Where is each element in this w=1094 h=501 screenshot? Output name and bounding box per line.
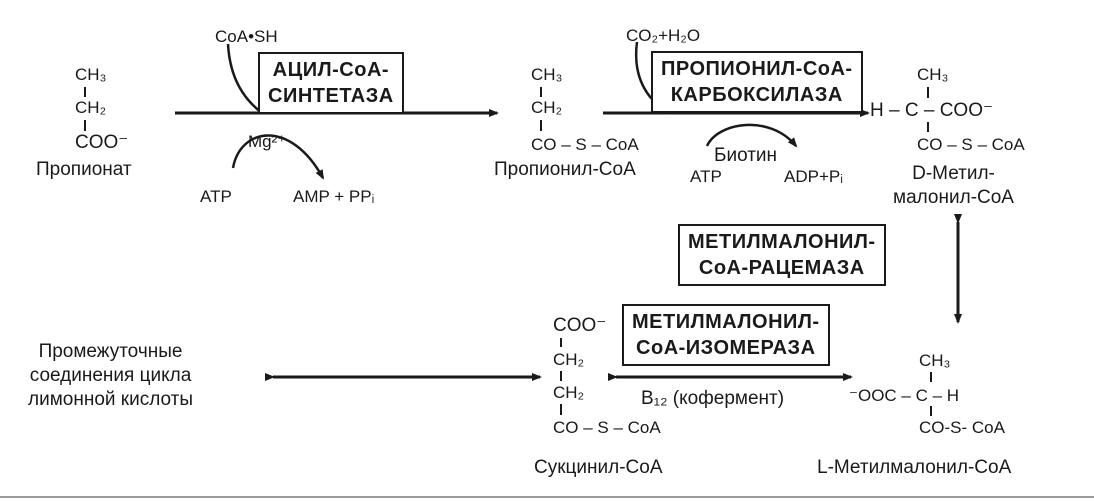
dmethylmalonyl-co-s-coa: CO – S – CoA xyxy=(917,135,1025,154)
arrow-atp-to-adp xyxy=(705,123,798,148)
dmethylmalonyl-bond-2 xyxy=(927,122,929,132)
succinylcoa-bond-1 xyxy=(560,338,562,347)
propionylcoa-label: Пропионил-CoA xyxy=(494,159,636,180)
page-bottom-border xyxy=(0,496,1094,498)
arrow-atp-to-amp xyxy=(231,134,325,180)
lmethylmalonyl-label: L-Метилмалонил-CoA xyxy=(817,457,1012,478)
propionylcoa-ch3: CH₃ xyxy=(531,65,563,84)
propionylcoa-co-s-coa: CO – S – CoA xyxy=(531,135,639,154)
enzyme-isomerase-line2: CoA-ИЗОМЕРАЗА xyxy=(636,337,816,359)
amp-label: AMP + PPᵢ xyxy=(293,187,375,206)
propionylcoa-bond-2 xyxy=(540,120,542,131)
lmethylmalonyl-co-s-coa: CO-S- CoA xyxy=(919,418,1005,437)
b12-label: B₁₂ (кофермент) xyxy=(641,388,785,409)
succinylcoa-bond-3 xyxy=(560,404,562,415)
succinylcoa-label: Сукцинил-CoA xyxy=(534,457,663,478)
succinylcoa-coo: COO⁻ xyxy=(553,315,607,336)
enzyme-synthetase-line2: СИНТЕТАЗА xyxy=(268,85,394,107)
propionate-bond-2 xyxy=(84,120,86,131)
enzyme-propionyl-coa-carboxylase: ПРОПИОНИЛ-CoA- КАРБОКСИЛАЗА xyxy=(651,51,863,113)
lmethylmalonyl-bond-1 xyxy=(930,372,932,382)
propionate-ch2: CH₂ xyxy=(75,98,107,117)
succinylcoa-bond-2 xyxy=(560,371,562,381)
propionylcoa-ch2: CH₂ xyxy=(531,98,563,117)
succinylcoa-ch2b: CH₂ xyxy=(553,383,585,402)
enzyme-racemase-line1: МЕТИЛМАЛОНИЛ- xyxy=(688,231,876,253)
lmethylmalonyl-middle: ⁻OOC – C – H xyxy=(849,386,960,405)
mg-label: Mg²⁺ xyxy=(248,132,287,151)
propionate-label: Пропионат xyxy=(36,159,132,180)
tca-intermediates-label: Промежуточные соединения цикла лимонной … xyxy=(28,341,194,410)
dmethylmalonyl-ch3: CH₃ xyxy=(917,65,949,84)
succinylcoa-ch2a: CH₂ xyxy=(553,350,585,369)
propionate-ch3: CH₃ xyxy=(75,65,107,84)
enzyme-racemase-line2: CoA-РАЦЕМАЗА xyxy=(698,257,865,279)
biotin-label: Биотин xyxy=(714,145,778,166)
enzyme-methylmalonyl-coa-isomerase: МЕТИЛМАЛОНИЛ- CoA-ИЗОМЕРАЗА xyxy=(622,304,830,366)
propionylcoa-bond-1 xyxy=(540,87,542,97)
atp-label-2: ATP xyxy=(690,167,722,186)
enzyme-carboxylase-line2: КАРБОКСИЛАЗА xyxy=(670,84,843,106)
adp-label: ADP+Pᵢ xyxy=(784,167,843,186)
enzyme-methylmalonyl-coa-racemase: МЕТИЛМАЛОНИЛ- CoA-РАЦЕМАЗА xyxy=(678,224,886,286)
atp-label-1: ATP xyxy=(200,187,232,206)
dmethylmalonyl-bond-1 xyxy=(927,87,929,98)
enzyme-carboxylase-line1: ПРОПИОНИЛ-CoA- xyxy=(661,58,853,80)
propionate-coo: COO⁻ xyxy=(75,132,129,153)
enzyme-acyl-coa-synthetase: АЦИЛ-CoA- СИНТЕТАЗА xyxy=(258,52,404,114)
arrow-coash-in xyxy=(226,43,263,114)
dmethylmalonyl-middle: H – C – COO⁻ xyxy=(870,100,993,121)
coash-label: CoA•SH xyxy=(215,27,278,46)
enzyme-isomerase-line1: МЕТИЛМАЛОНИЛ- xyxy=(632,311,820,333)
enzyme-synthetase-line1: АЦИЛ-CoA- xyxy=(272,59,390,81)
co2-label: CO₂+H₂O xyxy=(626,26,701,45)
lmethylmalonyl-ch3: CH₃ xyxy=(919,351,951,370)
succinylcoa-co-s-coa: CO – S – CoA xyxy=(553,418,661,437)
dmethylmalonyl-label: D-Метил- малонил-CoA xyxy=(893,163,1014,208)
lmethylmalonyl-bond-2 xyxy=(930,406,932,416)
propionate-bond-1 xyxy=(84,87,86,97)
